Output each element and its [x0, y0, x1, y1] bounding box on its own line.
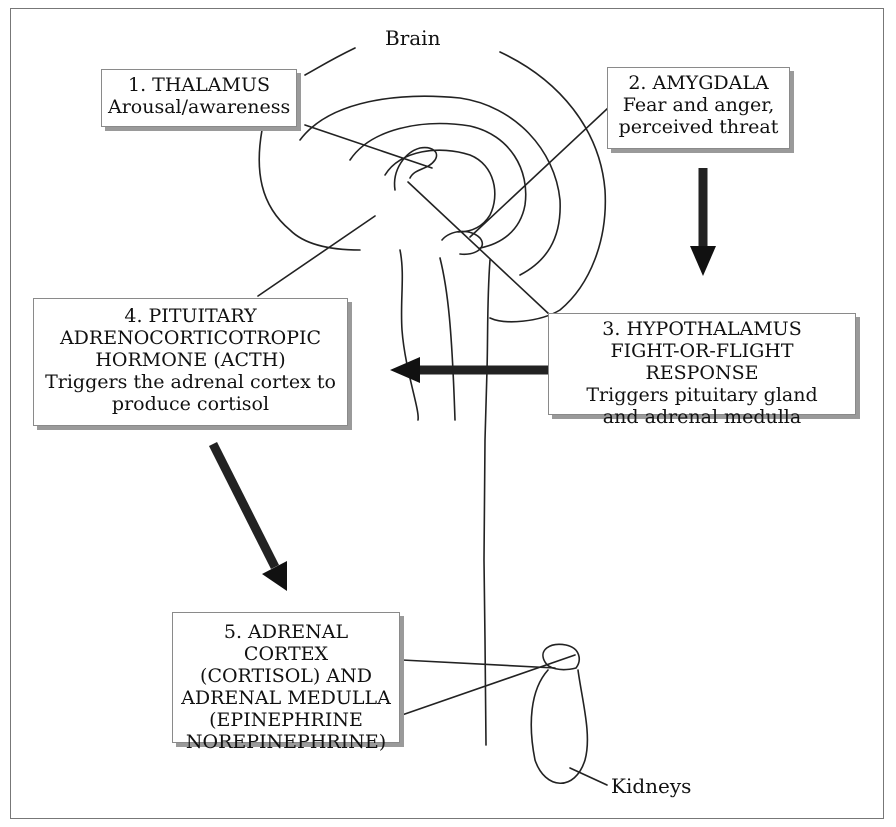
brain-inner-arc-2: [350, 124, 526, 248]
pituitary-desc-1: Triggers the adrenal cortex to: [40, 371, 341, 393]
thalamus-title: 1. THALAMUS: [108, 74, 290, 96]
amygdala-desc-1: Fear and anger,: [614, 94, 783, 116]
thalamus-desc: Arousal/awareness: [108, 96, 290, 118]
brainstem: [400, 250, 490, 745]
pituitary-box: 4. PITUITARY ADRENOCORTICOTROPIC HORMONE…: [33, 298, 348, 426]
hypothalamus-subtitle: FIGHT-OR-FLIGHT RESPONSE: [555, 340, 849, 384]
adrenal-title-3: ADRENAL MEDULLA: [179, 687, 393, 709]
hypothalamus-desc-1: Triggers pituitary gland: [555, 384, 849, 406]
arrow-pituitary-to-adrenal: [213, 444, 275, 567]
adrenal-title-5: NOREPINEPHRINE): [179, 731, 393, 753]
thalamus-box: 1. THALAMUS Arousal/awareness: [101, 69, 297, 127]
pituitary-subtitle-1: ADRENOCORTICOTROPIC: [40, 327, 341, 349]
thalamus-pointer: [305, 125, 432, 168]
adrenal-cortex-pointer: [402, 660, 555, 668]
kidneys-label: Kidneys: [611, 774, 691, 798]
hypothalamus-title: 3. HYPOTHALAMUS: [555, 318, 849, 340]
amygdala-box: 2. AMYGDALA Fear and anger, perceived th…: [607, 67, 790, 149]
adrenal-box: 5. ADRENAL CORTEX (CORTISOL) AND ADRENAL…: [172, 612, 400, 743]
pituitary-desc-2: produce cortisol: [40, 393, 341, 415]
adrenal-title-2: (CORTISOL) AND: [179, 665, 393, 687]
arrow-amygdala-to-hypothalamus-head: [690, 246, 716, 276]
hypothalamus-desc-2: and adrenal medulla: [555, 406, 849, 428]
arrow-hypothalamus-to-pituitary-head: [390, 357, 420, 383]
brain-outline: [259, 48, 605, 322]
amygdala-title: 2. AMYGDALA: [614, 72, 783, 94]
pituitary-title: 4. PITUITARY: [40, 305, 341, 327]
amygdala-shape: [442, 231, 482, 254]
pituitary-pointer: [258, 216, 375, 296]
adrenal-title-4: (EPINEPHRINE: [179, 709, 393, 731]
amygdala-pointer: [470, 108, 608, 237]
hypothalamus-box: 3. HYPOTHALAMUS FIGHT-OR-FLIGHT RESPONSE…: [548, 313, 856, 415]
hypothalamus-pointer: [408, 182, 550, 315]
pituitary-subtitle-2: HORMONE (ACTH): [40, 349, 341, 371]
amygdala-desc-2: perceived threat: [614, 116, 783, 138]
brain-title: Brain: [385, 26, 440, 50]
kidney-shape: [531, 644, 587, 783]
brainstem-inner: [440, 258, 455, 420]
adrenal-title-1: 5. ADRENAL CORTEX: [179, 621, 393, 665]
